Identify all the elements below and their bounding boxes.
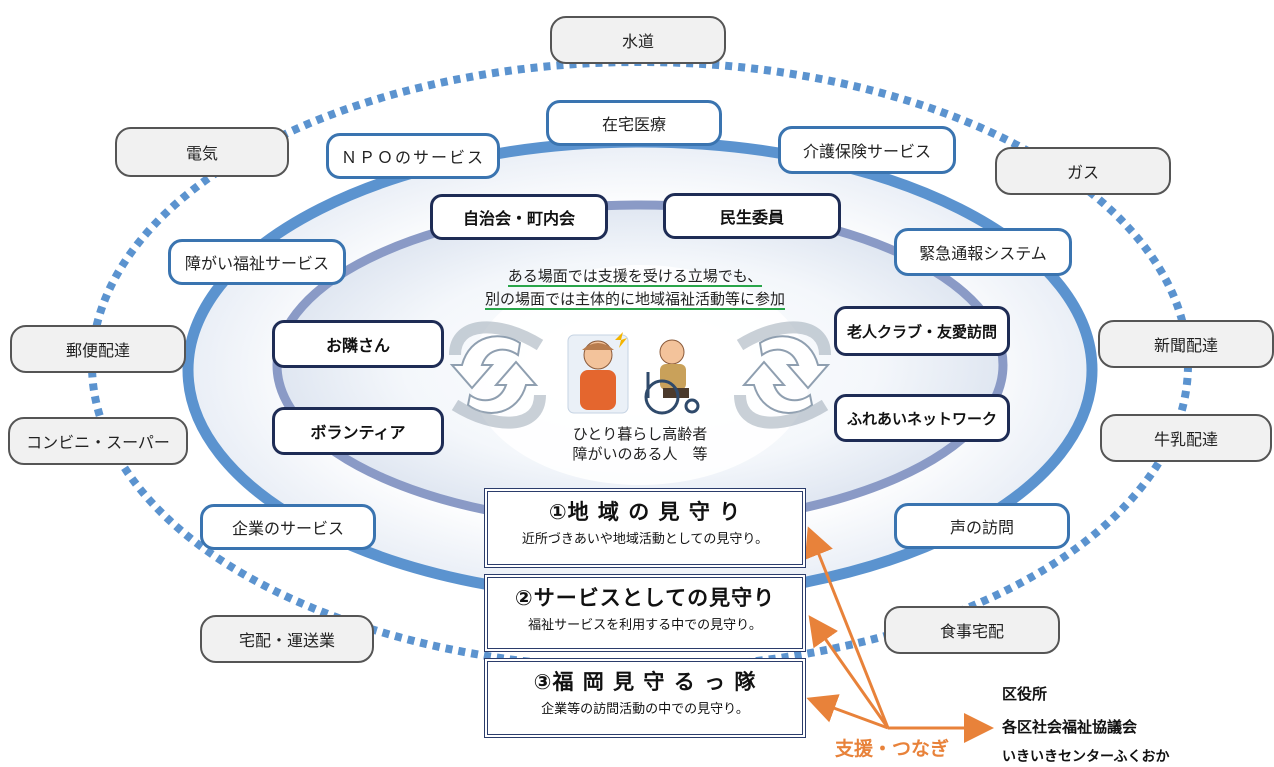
mimamori-title: ②サービスとしての見守り (514, 586, 776, 610)
mimamori-title: ③福 岡 見 守 る っ 隊 (533, 670, 757, 694)
inner-item-welfare-commissioner: 民生委員 (663, 193, 841, 239)
outer-item-post: 郵便配達 (10, 325, 186, 373)
mimamori-subtitle: 企業等の訪問活動の中での見守り。 (541, 702, 749, 717)
inner-item-elderly-club: 老人クラブ・友愛訪問 (834, 306, 1010, 356)
support-arrows (804, 526, 994, 743)
inner-item-neighborhood-assoc: 自治会・町内会 (430, 194, 608, 240)
outer-item-electricity: 電気 (115, 127, 289, 177)
mimamori-box-community: ①地 域 の 見 守 り 近所づきあいや地域活動としての見守り。 (484, 488, 806, 568)
mimamori-subtitle: 近所づきあいや地域活動としての見守り。 (521, 532, 769, 547)
elderly-person-illustration (567, 332, 629, 414)
org-ikiiki-center: いきいきセンターふくおか (1002, 749, 1170, 765)
inner-item-fureai: ふれあいネットワーク (834, 394, 1010, 442)
wheelchair-illustration (644, 339, 700, 415)
right-cycle-arrows (734, 321, 831, 429)
middle-item-npo: ＮＰＯのサービス (326, 133, 500, 179)
outer-item-meal: 食事宅配 (884, 606, 1060, 654)
org-ward-office: 区役所 (1002, 685, 1048, 703)
middle-item-care-insurance: 介護保険サービス (778, 126, 956, 174)
outer-item-water: 水道 (550, 16, 726, 64)
inner-item-volunteer: ボランティア (272, 407, 444, 455)
left-cycle-arrows (449, 321, 546, 429)
center-message-line1: ある場面では支援を受ける立場でも、 (507, 267, 763, 287)
middle-item-emergency: 緊急通報システム (894, 228, 1072, 276)
center-message-line2: 別の場面では主体的に地域福祉活動等に参加 (484, 290, 785, 310)
center-people-line1: ひとり暮らし高齢者 (572, 425, 708, 443)
middle-item-disability: 障がい福祉サービス (168, 239, 346, 285)
outer-item-courier: 宅配・運送業 (200, 615, 374, 663)
middle-item-company: 企業のサービス (200, 504, 376, 550)
outer-item-milk: 牛乳配達 (1100, 414, 1272, 462)
outer-item-newspaper: 新聞配達 (1098, 320, 1274, 368)
support-label: 支援・つなぎ (835, 738, 950, 760)
mimamori-subtitle: 福祉サービスを利用する中での見守り。 (528, 618, 762, 633)
mimamori-title: ①地 域 の 見 守 り (548, 500, 742, 524)
center-people-line2: 障がいのある人 等 (572, 445, 708, 463)
outer-item-gas: ガス (995, 147, 1171, 195)
inner-item-neighbor: お隣さん (272, 320, 444, 368)
mimamori-box-fukuoka: ③福 岡 見 守 る っ 隊 企業等の訪問活動の中での見守り。 (484, 658, 806, 738)
outer-item-convenience: コンビニ・スーパー (8, 417, 188, 465)
org-social-welfare-council: 各区社会福祉協議会 (1002, 718, 1138, 736)
middle-item-home-care: 在宅医療 (546, 100, 722, 146)
middle-item-voice-visit: 声の訪問 (894, 503, 1070, 549)
mimamori-box-service: ②サービスとしての見守り 福祉サービスを利用する中での見守り。 (484, 574, 806, 652)
